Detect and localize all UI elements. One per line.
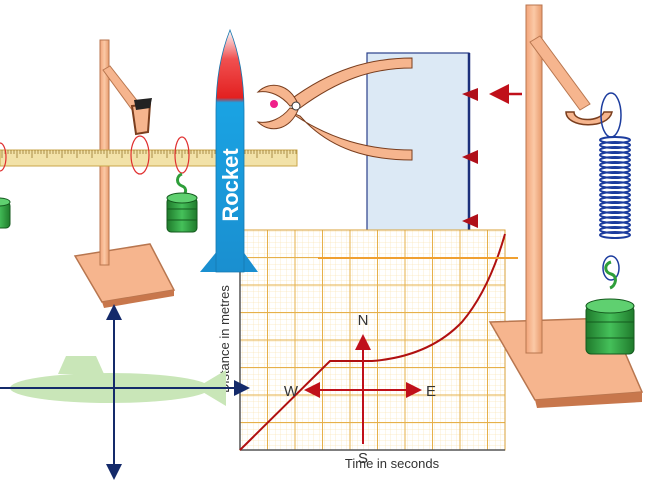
- pliers-icon: [256, 57, 413, 161]
- compass-east: E: [426, 383, 436, 400]
- loop-middle: [130, 135, 150, 175]
- stand-rod: [525, 4, 543, 354]
- rocket-label: Rocket: [218, 148, 243, 222]
- hanging-weight-left-icon: [0, 197, 11, 229]
- hanging-weight-icon: [166, 172, 198, 233]
- ruler-icon: [0, 135, 298, 175]
- spring-balance-icon: [585, 92, 635, 355]
- submarine-icon: [10, 356, 226, 406]
- loop-right: [174, 136, 190, 174]
- right-retort-stand: [488, 4, 644, 408]
- distance-time-graph-icon: Distance in metres Time in seconds: [217, 229, 518, 471]
- compass-icon: N S W E: [284, 312, 436, 467]
- loop-left: [0, 142, 7, 172]
- graph-line: [239, 233, 506, 451]
- compass-south: S: [358, 450, 368, 467]
- compass-west: W: [284, 383, 299, 400]
- clamp: [565, 111, 613, 126]
- graph-y-axis-label: Distance in metres: [217, 285, 232, 393]
- stand-arm: [529, 35, 591, 111]
- graph-x-axis-label: Time in seconds: [345, 456, 440, 471]
- compass-north: N: [358, 312, 369, 329]
- navy-axes: [0, 304, 250, 480]
- left-retort-stand: [73, 39, 176, 308]
- rocket-icon: Rocket: [200, 28, 258, 273]
